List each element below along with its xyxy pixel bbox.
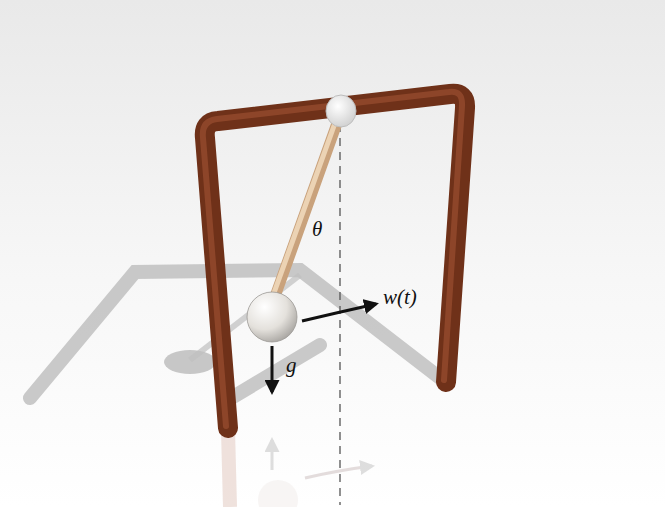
force-arrow: [302, 304, 376, 321]
wooden-frame: [205, 94, 465, 428]
pendulum-bob: [247, 292, 297, 342]
reflection: [228, 430, 372, 507]
frame-shadow: [30, 270, 440, 400]
pivot-disc: [326, 95, 356, 127]
rod-highlight: [270, 112, 339, 304]
gravity-label: g: [286, 355, 297, 376]
angle-label: θ: [312, 219, 322, 240]
gravity-arrow: [271, 346, 274, 392]
frame-highlight: [203, 92, 462, 426]
vertical-reference: [339, 124, 340, 505]
force-label: w(t): [383, 287, 417, 308]
ball-shadow: [164, 350, 216, 374]
